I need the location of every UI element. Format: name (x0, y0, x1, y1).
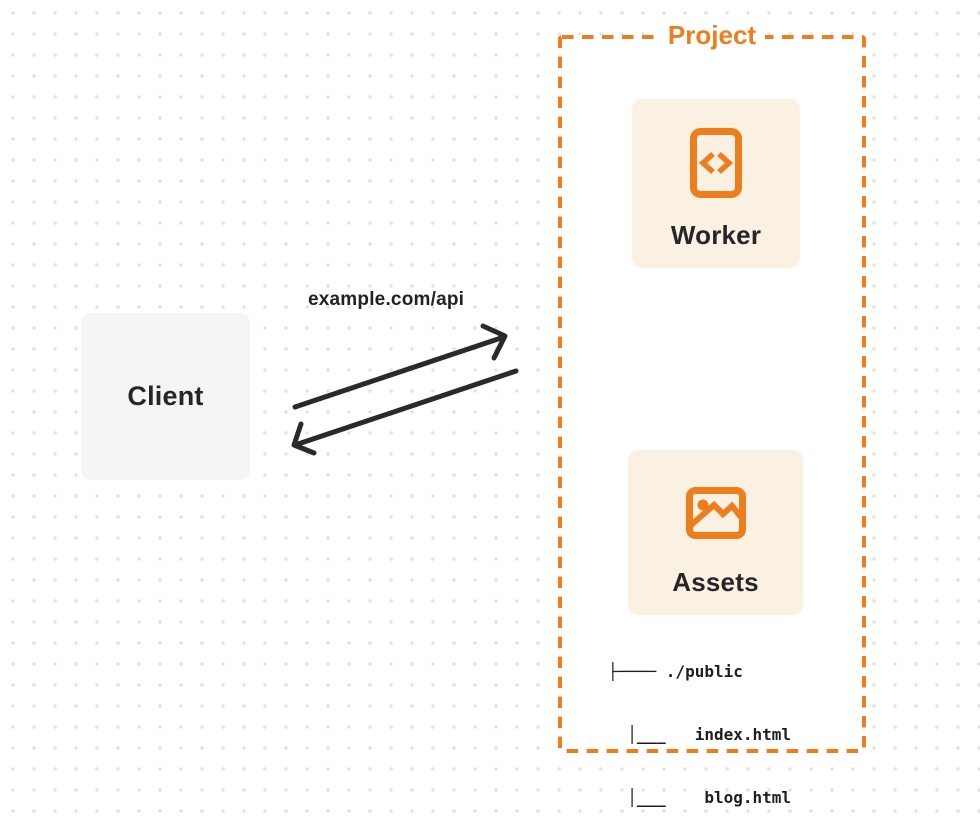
tree-line-index: │___ index.html (608, 725, 792, 744)
file-tree: ├──── ./public │___ index.html │___ blog… (608, 619, 791, 818)
request-url-label: example.com/api (308, 289, 465, 310)
assets-label: Assets (672, 567, 759, 597)
arrow-to-client (291, 368, 519, 456)
client-card: Client (81, 313, 250, 480)
code-file-icon (690, 128, 742, 198)
arrow-to-project (292, 323, 508, 410)
client-label: Client (127, 381, 204, 411)
image-icon (685, 487, 746, 539)
tree-line-root: ├──── ./public (608, 662, 743, 681)
assets-card: Assets (628, 450, 803, 615)
worker-card: Worker (632, 99, 800, 268)
tree-line-blog: │___ blog.html (608, 788, 792, 807)
project-title: Project (658, 22, 766, 48)
worker-label: Worker (670, 220, 762, 250)
project-container: Project Worker Assets ├──── ./public │__… (558, 22, 866, 807)
